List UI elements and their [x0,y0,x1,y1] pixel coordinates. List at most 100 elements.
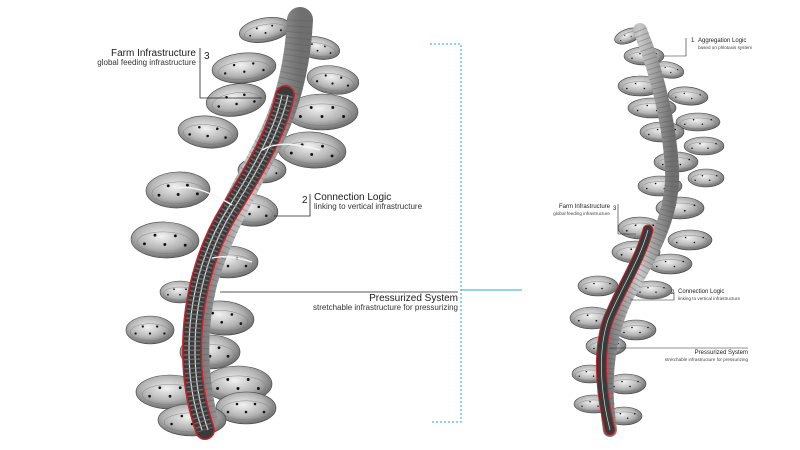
pod-hole [257,205,261,209]
pod-shell [687,168,725,188]
aggregation-logic-subtitle: based on phlotaxis system [698,44,753,50]
pod-hole [153,233,157,237]
pod-hole [634,82,637,85]
seed-pod [130,221,200,259]
pod-hole [158,386,162,390]
pod-hole [141,325,144,328]
pod-hole [167,293,169,296]
pod-hole [226,354,230,358]
farm-infrastructure-number: 3 [204,51,210,62]
pod-hole [677,69,679,71]
pod-hole [226,410,230,414]
pod-hole [684,236,687,239]
connection-logic-subtitle: linking to vertical infrastructure [314,202,423,211]
seed-pod [306,65,360,95]
full-pressurized-system-label: Pressurized System stretchable infrastru… [640,350,748,362]
pod-hole [157,193,161,197]
pod-hole [637,380,639,383]
pod-hole [710,119,712,121]
pod-hole [626,87,628,90]
pod-hole [262,68,265,72]
pod-hole [342,115,346,118]
pod-hole [639,331,641,334]
aggregation-logic-number: 1 [691,38,695,44]
connection-logic-label: Connection Logic linking to vertical inf… [314,192,422,212]
pod-hole [271,24,274,27]
pod-hole [647,287,649,289]
pod-hole [676,241,678,244]
pod-hole [693,241,696,244]
pod-rim [311,73,355,92]
pod-rim [687,141,721,153]
pod-hole [682,260,684,263]
pod-hole [609,282,611,285]
pod-hole [252,62,255,65]
pod-hole [246,378,250,381]
pod-hole [179,293,181,296]
pod-hole [655,291,657,293]
full-farm-infrastructure-number: 3 [613,206,617,212]
pressurized-pipes [177,85,654,440]
pod-hole [289,151,293,155]
pod-shell [177,115,239,149]
pod-hole [346,84,350,87]
pod-hole [248,212,251,216]
pod-rim [679,117,717,129]
pod-rim [183,124,233,145]
pod-hole [244,264,248,268]
pod-hole [675,96,677,98]
seed-pod [647,253,693,275]
pod-hole [163,332,166,335]
pod-hole [243,93,246,97]
pod-hole [701,175,704,177]
pod-rim [217,60,271,80]
pod-hole [639,291,641,293]
pod-hole [634,413,636,415]
pod-hole [168,394,172,398]
full-farm-infrastructure-label: Farm Infrastructure global feeding infra… [540,204,610,216]
pod-hole [693,204,696,207]
pod-hole [634,224,637,227]
pod-hole [235,402,239,406]
pod-hole [643,87,646,90]
pod-hole [656,128,659,131]
pod-rim [221,400,271,421]
pod-hole [148,394,151,398]
full-farm-infrastructure-title: Farm Infrastructure [558,204,610,210]
pod-hole [195,192,199,196]
pod-shell [667,229,713,251]
pod-hole [647,326,649,329]
pod-hole [699,94,701,96]
pod-hole [578,375,580,377]
seed-pod [125,315,175,345]
pod-shell [577,275,619,297]
pod-hole [619,413,622,415]
pod-hole [256,387,260,390]
pod-shell [211,52,277,84]
pod-hole [180,414,184,418]
pod-hole [701,123,704,125]
seed-pod [687,168,725,188]
pod-hole [595,319,598,322]
full-connection-logic-number: 2 [671,290,675,296]
pod-hole [220,320,224,324]
pod-hole [223,72,227,75]
pod-hole [178,386,182,390]
pod-rim [136,231,193,254]
pod-hole [624,34,626,36]
pod-shell [215,391,277,425]
detail-pipe-ribs [183,93,293,433]
pod-hole [589,401,591,403]
pod-hole [148,332,152,335]
pod-hole [664,260,667,263]
pod-hole [173,288,175,291]
pod-rim [671,235,709,248]
pod-hole [702,236,704,239]
pod-hole [253,100,256,103]
pod-shell [667,86,709,106]
pod-hole [707,147,709,149]
seed-pod [675,112,721,132]
pod-hole [620,253,623,256]
pod-hole [243,70,246,73]
pod-hole [652,224,655,227]
